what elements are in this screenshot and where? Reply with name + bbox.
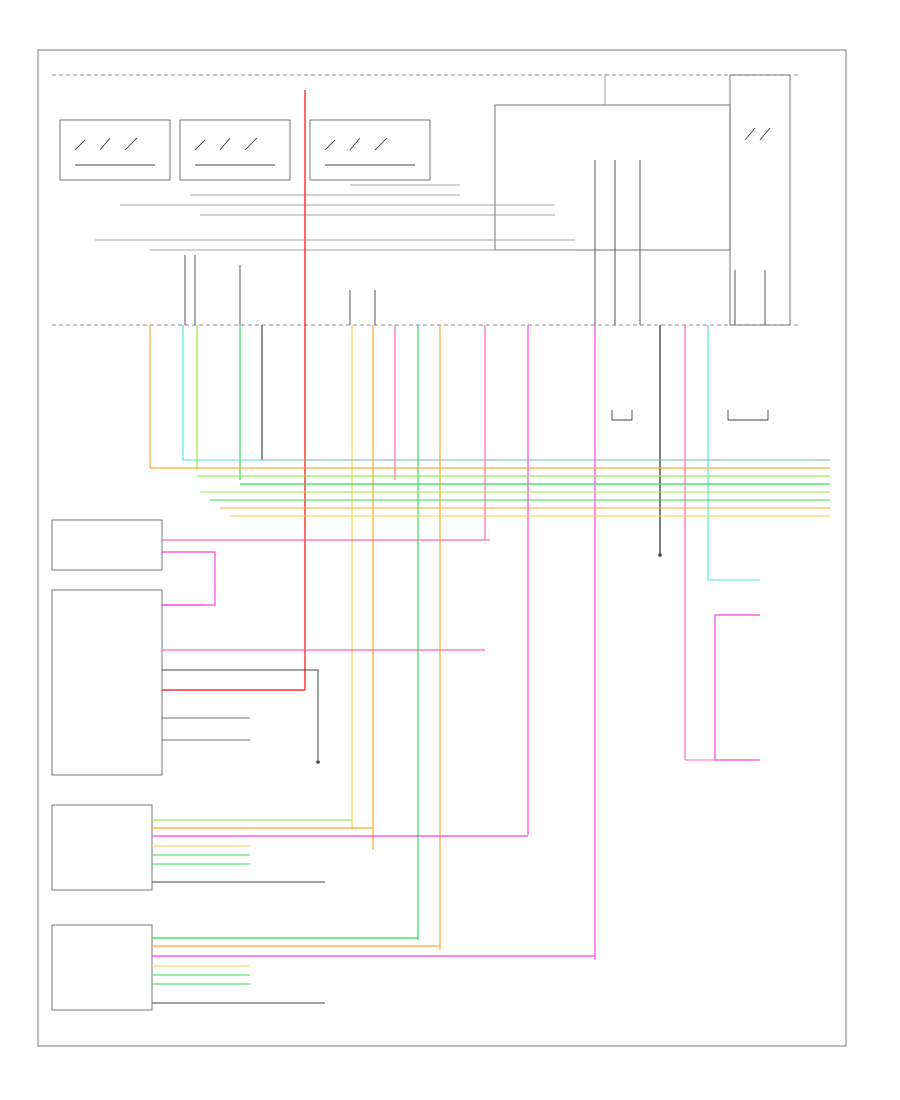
harness-bus — [150, 459, 830, 517]
window-switch-module — [51, 589, 485, 776]
right-side-components — [685, 579, 760, 761]
vertical-wire-group — [184, 160, 766, 325]
passenger-door-latch — [51, 924, 595, 1011]
colored-wires — [149, 90, 709, 960]
rear-window-switch — [179, 119, 291, 181]
ground-symbols — [316, 410, 769, 764]
master-switch — [51, 519, 490, 606]
driver-door-switch — [309, 119, 431, 181]
driver-door-latch — [51, 804, 528, 891]
diagram-border — [37, 49, 847, 1047]
relay-switch-top-right — [729, 74, 791, 326]
body-control-module-top — [494, 75, 731, 251]
passenger-window-switch — [59, 119, 171, 181]
internal-bus-lines — [95, 184, 575, 251]
